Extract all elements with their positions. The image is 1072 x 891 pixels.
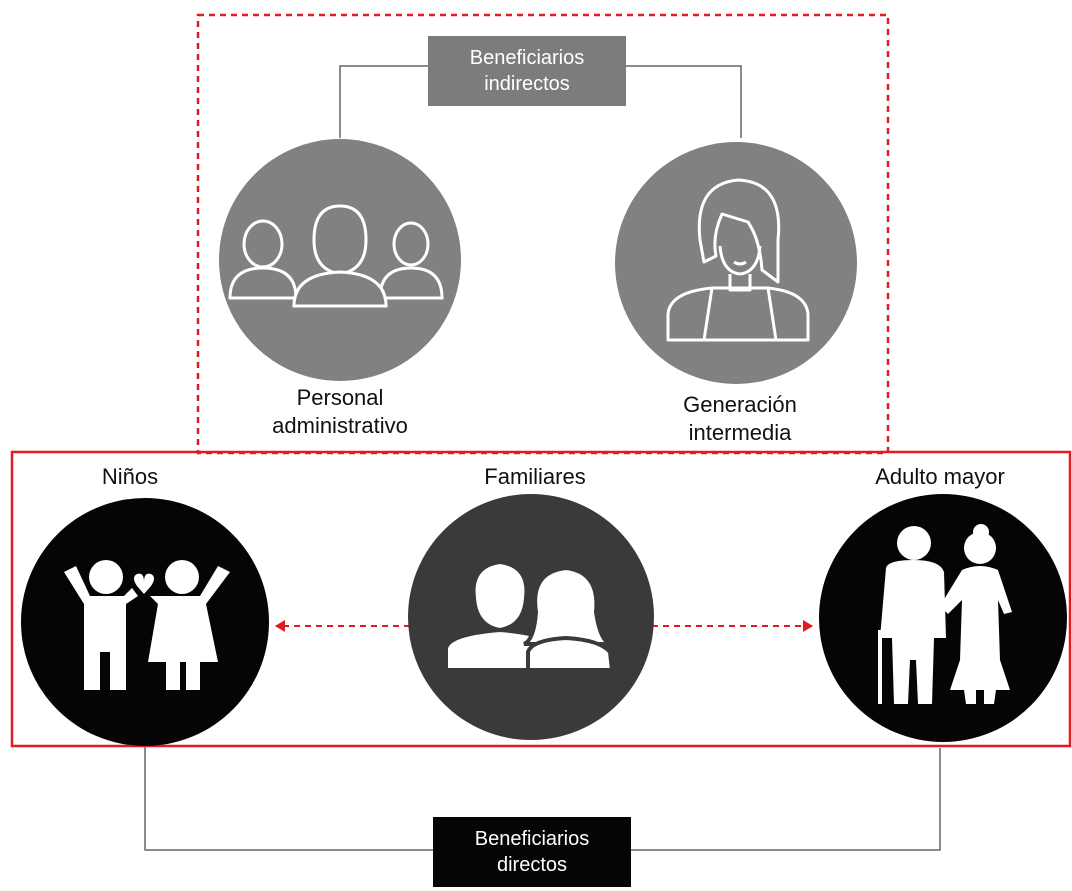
adulto-mayor-node bbox=[819, 494, 1067, 742]
direct-connector-line bbox=[144, 740, 941, 851]
indirect-beneficiaries-frame bbox=[196, 13, 890, 455]
children-icon bbox=[64, 560, 230, 690]
generacion-label-line2: intermedia bbox=[688, 420, 792, 445]
indirect-title-line2: indirectos bbox=[484, 73, 570, 95]
couple-icon bbox=[444, 559, 615, 672]
generacion-intermedia-node bbox=[615, 142, 857, 384]
adulto-mayor-label: Adulto mayor bbox=[875, 464, 1005, 489]
indirect-connector-line bbox=[339, 65, 742, 138]
direct-title-line2: directos bbox=[496, 854, 568, 876]
indirect-title-line1: Beneficiarios bbox=[469, 47, 585, 69]
direct-beneficiaries-frame bbox=[10, 450, 1072, 748]
ninos-node bbox=[21, 498, 269, 746]
personal-administrativo-node bbox=[219, 139, 461, 381]
direct-title-line1: Beneficiarios bbox=[474, 828, 590, 850]
direct-beneficiaries-title: Beneficiarios directos bbox=[433, 817, 631, 887]
personal-label-line1: Personal bbox=[296, 385, 384, 410]
woman-icon bbox=[666, 178, 810, 342]
generacion-label-line1: Generación bbox=[683, 392, 797, 417]
elderly-couple-icon bbox=[878, 524, 1012, 704]
familiares-node bbox=[408, 494, 654, 740]
ninos-label: Niños bbox=[101, 464, 159, 489]
generacion-intermedia-label: Generación intermedia bbox=[640, 391, 840, 447]
group-of-three-people-icon bbox=[228, 204, 444, 308]
personal-administrativo-label: Personal administrativo bbox=[240, 384, 440, 440]
indirect-beneficiaries-title: Beneficiarios indirectos bbox=[428, 36, 626, 106]
personal-label-line2: administrativo bbox=[272, 413, 408, 438]
familiares-label: Familiares bbox=[484, 464, 586, 489]
